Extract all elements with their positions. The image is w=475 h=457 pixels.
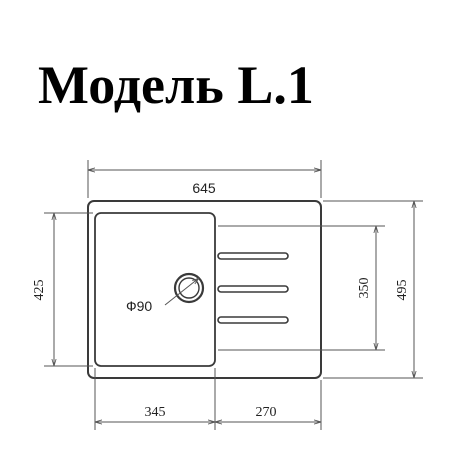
overall-depth-label: 495: [395, 280, 410, 301]
dim-overall-depth: [323, 200, 423, 379]
drain-diameter-label: Ф90: [126, 298, 152, 314]
groove-top: [217, 252, 289, 260]
sink-outline: [87, 200, 322, 379]
bowl-depth-label: 425: [32, 280, 47, 301]
drainboard-depth-label: 350: [357, 278, 372, 299]
overall-width-label: 645: [192, 180, 216, 196]
bowl-outline: [94, 212, 216, 367]
drain-icon: [173, 272, 205, 304]
groove-middle: [217, 285, 289, 293]
drainboard-width-label: 270: [256, 405, 277, 420]
dim-bottom: [94, 368, 322, 430]
drain-leader: [164, 278, 199, 306]
bowl-width-label: 345: [145, 405, 166, 420]
drainboard-grooves: [217, 252, 289, 324]
page-title: Модель L.1: [38, 55, 314, 115]
groove-bottom: [217, 316, 289, 324]
dim-bowl-depth: [44, 212, 93, 367]
dim-drainboard-depth: [218, 225, 385, 351]
dim-overall-width: [87, 160, 322, 198]
